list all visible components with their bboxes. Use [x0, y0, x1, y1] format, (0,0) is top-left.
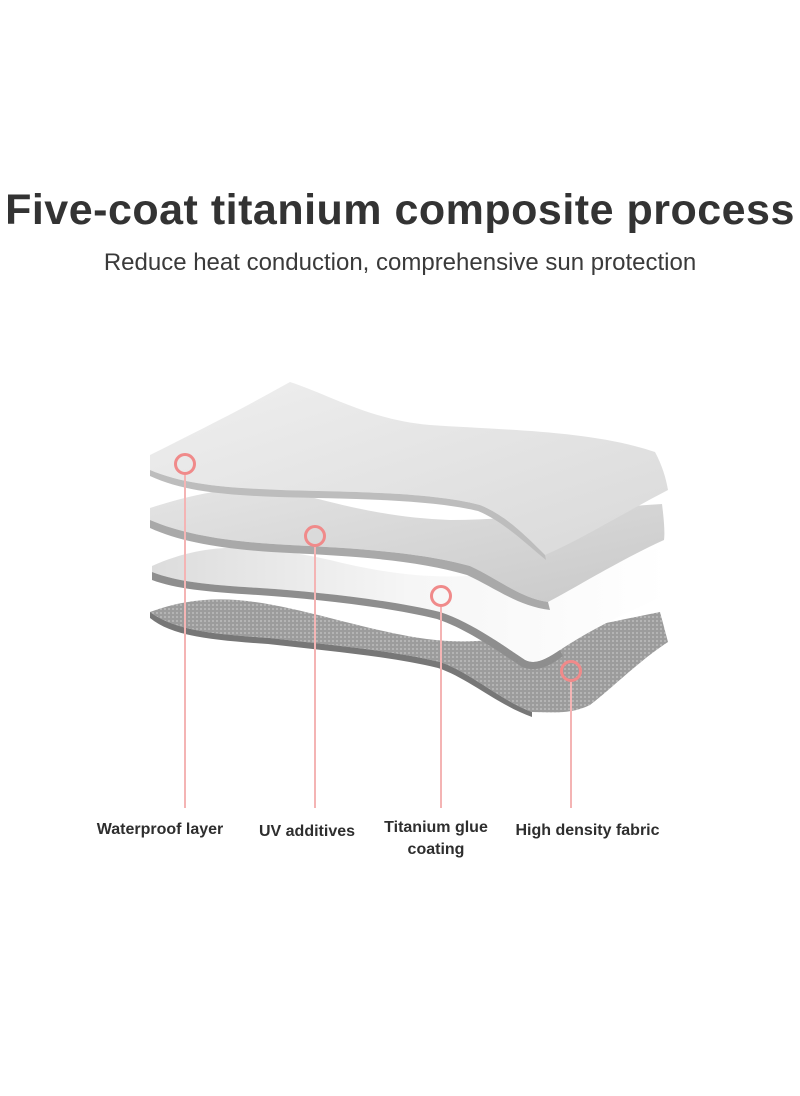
fabric-layer — [150, 599, 668, 717]
titanium-marker-icon — [430, 585, 452, 607]
label-titanium-glue-coating: Titanium glue coating — [384, 819, 488, 858]
fabric-marker-icon — [560, 660, 582, 682]
uv-marker-icon — [304, 525, 326, 547]
waterproof-marker-icon — [174, 453, 196, 475]
page-subtitle: Reduce heat conduction, comprehensive su… — [103, 249, 697, 276]
label-waterproof-layer: Waterproof layer — [96, 821, 224, 838]
label-high-density-fabric: High density fabric — [515, 822, 660, 839]
label-uv-additives: UV additives — [258, 823, 356, 840]
waterproof-layer — [150, 382, 668, 560]
page-title: Five-coat titanium composite process — [5, 186, 795, 234]
